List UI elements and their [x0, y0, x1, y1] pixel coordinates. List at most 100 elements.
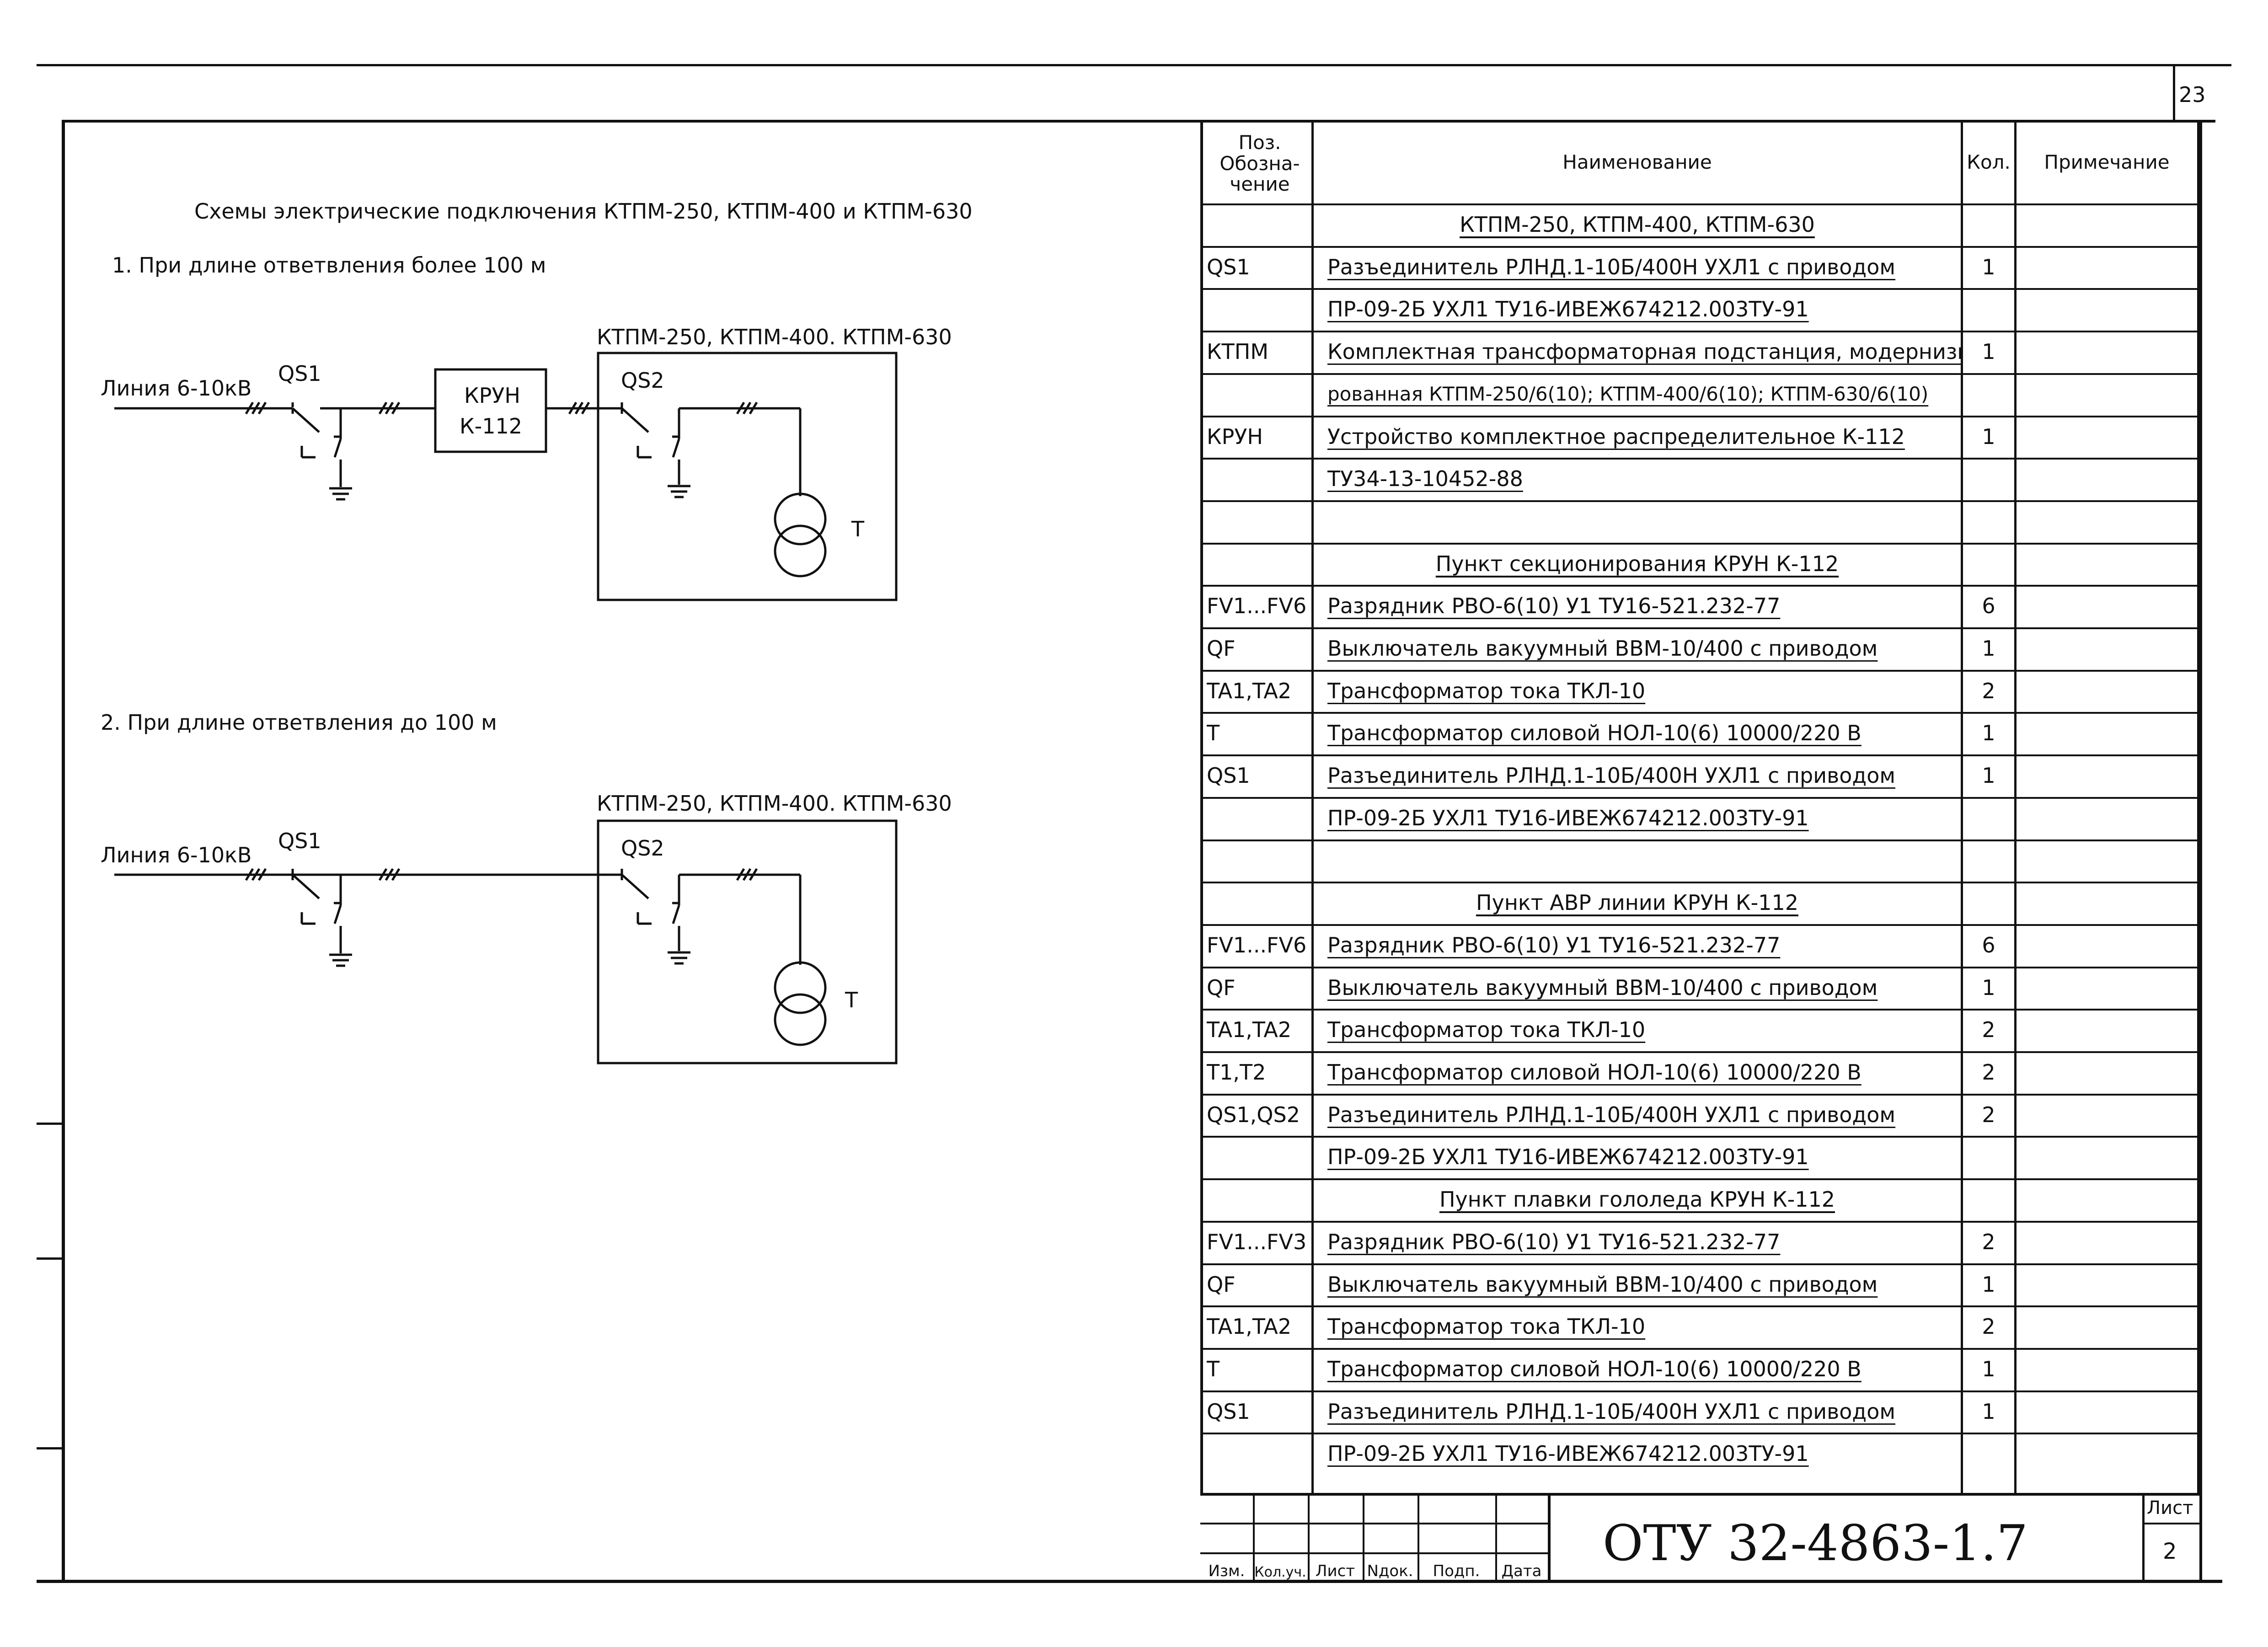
row-name: ПР-09-2Б УХЛ1 ТУ16-ИВЕЖ674212.003ТУ-91	[1327, 806, 1809, 830]
spec-col-1	[1311, 121, 1314, 1493]
row-quantity: 1	[1982, 636, 1995, 661]
row-divider	[1200, 500, 2200, 502]
header-qty: Кол.	[1967, 151, 2011, 174]
row-divider	[1200, 203, 2200, 205]
spec-row: QS1,QS2 Разъединитель РЛНД.1-10Б/400Н УХЛ…	[1200, 1094, 2200, 1136]
row-divider	[1200, 712, 2200, 714]
row-name: Разрядник РВО-6(10) У1 ТУ16-521.232-77	[1327, 1230, 1781, 1254]
row-name: Разъединитель РЛНД.1-10Б/400Н УХЛ1 с при…	[1327, 255, 1896, 279]
header-name: Наименование	[1562, 151, 1712, 174]
transformer-label-1: Т	[851, 517, 865, 541]
row-position: QS1,QS2	[1207, 1102, 1300, 1127]
line-label-2: Линия 6-10кВ	[101, 843, 252, 867]
stamp-row-2	[1200, 1552, 1548, 1554]
case-2-caption: 2. При длине ответвления до 100 м	[101, 710, 497, 735]
hatch-marks-1d	[736, 401, 758, 415]
spec-row: ПР-09-2Б УХЛ1 ТУ16-ИВЕЖ674212.003ТУ-91	[1200, 1136, 2200, 1178]
disconnector-qs2-1	[620, 402, 800, 498]
row-quantity: 1	[1982, 975, 1995, 1000]
row-position: FV1...FV3	[1207, 1230, 1307, 1254]
ktpm-box-1	[597, 352, 898, 601]
row-name: Выключатель вакуумный ВВМ-10/400 с приво…	[1327, 636, 1878, 661]
stamp-v-5	[1548, 1493, 1551, 1582]
row-name: Трансформатор силовой НОЛ-10(6) 10000/22…	[1327, 1060, 1861, 1085]
stamp-label-podp: Подп.	[1433, 1562, 1480, 1580]
row-divider	[1200, 373, 2200, 375]
row-divider	[1200, 331, 2200, 332]
row-name: Устройство комплектное распределительное…	[1327, 424, 1905, 449]
row-divider	[1200, 882, 2200, 883]
disconnector-qs2-2	[620, 869, 800, 965]
row-name: Трансформатор тока ТКЛ-10	[1327, 1017, 1646, 1042]
hatch-marks-2b	[378, 868, 401, 881]
row-position: QF	[1207, 636, 1236, 661]
disconnector-qs1-1	[291, 402, 352, 501]
hatch-marks-2c	[736, 868, 758, 881]
row-divider	[1200, 458, 2200, 460]
row-name: Выключатель вакуумный ВВМ-10/400 с приво…	[1327, 975, 1878, 1000]
row-quantity: 2	[1982, 1060, 1995, 1085]
section-title: Пункт АВР линии КРУН К-112	[1476, 890, 1798, 915]
kryn-box	[434, 368, 547, 453]
section-title: Пункт секционирования КРУН К-112	[1435, 551, 1839, 576]
row-divider	[1200, 967, 2200, 968]
spec-right-border	[2197, 121, 2200, 1493]
disconnector-qs1-2	[291, 869, 352, 967]
spec-row: ПР-09-2Б УХЛ1 ТУ16-ИВЕЖ674212.003ТУ-91	[1200, 1433, 2200, 1475]
stamp-top	[1200, 1493, 2202, 1496]
row-divider	[1200, 1433, 2200, 1434]
row-name: Разъединитель РЛНД.1-10Б/400Н УХЛ1 с при…	[1327, 1102, 1896, 1127]
spec-col-3	[2014, 121, 2017, 1493]
row-divider	[1200, 1136, 2200, 1138]
row-name: Трансформатор силовой НОЛ-10(6) 10000/22…	[1327, 1357, 1861, 1381]
row-quantity: 1	[1982, 339, 1995, 364]
stamp-sheet-divider	[2142, 1523, 2199, 1524]
left-tick-2	[37, 1257, 65, 1260]
row-quantity: 1	[1982, 721, 1995, 745]
spec-row	[1200, 840, 2200, 882]
row-position: TA1,TA2	[1207, 1017, 1292, 1042]
row-divider	[1200, 246, 2200, 248]
qs1-label-1: QS1	[278, 361, 321, 386]
row-quantity: 6	[1982, 933, 1995, 957]
stamp-v-3	[1418, 1493, 1419, 1582]
transformer-label-2: Т	[845, 988, 858, 1012]
row-quantity: 1	[1982, 1272, 1995, 1297]
left-tick-3	[37, 1447, 65, 1449]
row-divider	[1200, 924, 2200, 926]
row-divider	[1200, 627, 2200, 629]
row-quantity: 2	[1982, 1102, 1995, 1127]
stamp-label-data: Дата	[1501, 1562, 1542, 1580]
hatch-marks-1a	[245, 401, 267, 415]
box-title-1: КТПМ-250, КТПМ-400. КТПМ-630	[597, 325, 952, 349]
row-name: Разъединитель РЛНД.1-10Б/400Н УХЛ1 с при…	[1327, 763, 1896, 788]
left-tick-1	[37, 1123, 65, 1125]
stamp-row-1	[1200, 1523, 1548, 1524]
electrical-diagram	[114, 352, 898, 1064]
ktpm-box-2	[597, 819, 898, 1064]
row-name: ПР-09-2Б УХЛ1 ТУ16-ИВЕЖ674212.003ТУ-91	[1327, 297, 1809, 321]
transformer-coil-1b	[774, 524, 827, 578]
row-divider	[1200, 1263, 2200, 1265]
section-row: Пункт плавки гололеда КРУН К-112	[1200, 1178, 2200, 1221]
top-trim-line	[37, 64, 2231, 66]
row-position: КТПМ	[1207, 339, 1269, 364]
sheet-label: Лист	[2147, 1497, 2193, 1519]
spec-row	[1200, 500, 2200, 543]
row-position: QS1	[1207, 255, 1250, 279]
title-block: Изм. Кол.уч. Лист Nдок. Подп. Дата ОТУ 3…	[1200, 1493, 2202, 1582]
drawing-title: Схемы электрические подключения КТПМ-250…	[194, 199, 973, 224]
row-divider	[1200, 585, 2200, 587]
spec-table: Поз. Обозна- чение Наименование Кол. При…	[1200, 121, 2202, 1493]
transformer-coil-2b	[774, 993, 827, 1046]
row-position: QF	[1207, 1272, 1236, 1297]
row-quantity: 1	[1982, 763, 1995, 788]
row-divider	[1200, 288, 2200, 290]
section-title: Пункт плавки гололеда КРУН К-112	[1439, 1187, 1835, 1212]
frame-bottom	[37, 1580, 2222, 1583]
